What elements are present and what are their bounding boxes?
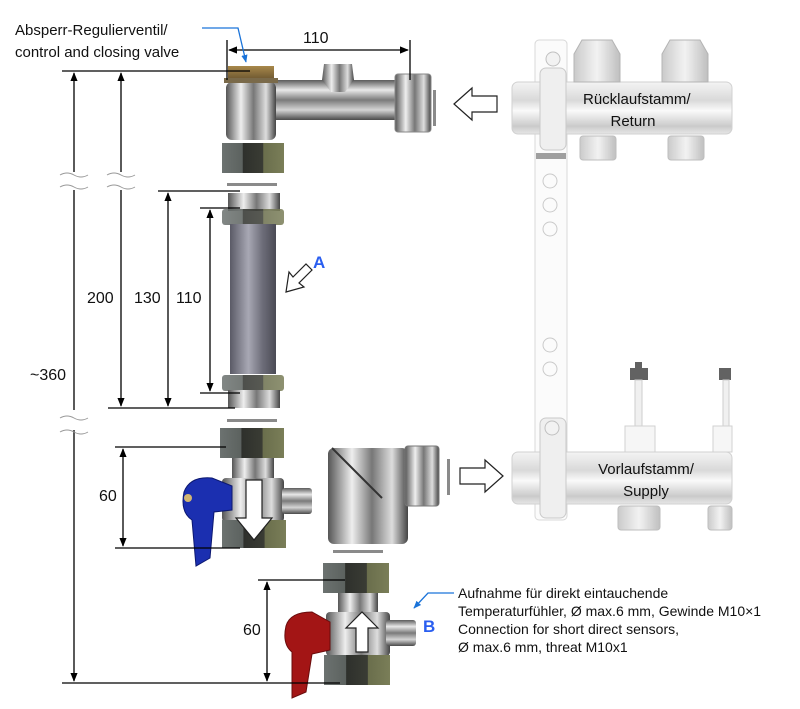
valve-bottom-nut	[222, 143, 284, 173]
marker-a: A	[313, 253, 326, 272]
valve-union-nut	[394, 73, 432, 133]
break-marks	[59, 172, 136, 435]
ball-valve-upper	[182, 428, 312, 567]
sensor-leader-line	[413, 592, 454, 609]
return-outlet-2	[667, 135, 705, 161]
tube-nut-bottom	[222, 375, 284, 391]
dim-label-60-lower: 60	[243, 622, 261, 639]
tube-body	[230, 224, 276, 374]
dim-label-130: 130	[134, 290, 161, 307]
sensor-note-line3: Connection for short direct sensors,	[458, 621, 679, 637]
dim-label-110-vertical: 110	[176, 290, 202, 307]
dim-label-110-width: 110	[303, 30, 329, 47]
gasket	[447, 459, 450, 495]
return-pipe	[511, 81, 733, 135]
return-label-line1: Rücklaufstamm/	[583, 91, 691, 108]
return-cap-2	[661, 39, 709, 83]
manifold-bracket	[534, 39, 568, 521]
flowmeter-stem-1	[634, 379, 643, 427]
tee-body	[328, 448, 408, 544]
supply-outlet-2	[707, 505, 733, 531]
clamp-eye	[544, 420, 560, 436]
tee-union-nut	[404, 445, 440, 507]
marker-b: B	[423, 617, 436, 636]
supply-outlet-1	[617, 505, 661, 531]
valve-brass-top	[228, 66, 274, 80]
supply-label-line2: Supply	[623, 483, 669, 500]
supply-label-line1: Vorlaufstamm/	[598, 461, 694, 478]
supply-flow-arrow-icon	[459, 458, 504, 494]
down-flow-arrow-icon	[234, 479, 274, 541]
return-flow-arrow-icon	[453, 86, 498, 122]
lower-valve-sensor-port	[386, 620, 416, 646]
gasket	[333, 550, 383, 553]
tee-edge	[331, 447, 383, 499]
upper-valve-sensor-port	[282, 488, 312, 514]
control-valve	[222, 64, 432, 173]
ball-valve-lower	[284, 563, 416, 699]
flowmeter-stem-2	[722, 379, 730, 427]
marker-a-arrow-icon	[285, 263, 313, 293]
valve-brass-ring	[224, 78, 278, 83]
lower-valve-top-nut	[323, 563, 389, 593]
return-clamp	[539, 67, 567, 151]
supply-pipe	[511, 451, 733, 505]
flowmeter-body-2	[712, 425, 733, 453]
bracket-band	[536, 153, 566, 159]
valve-label-line2: control and closing valve	[15, 44, 180, 61]
extension-tube	[222, 193, 284, 408]
upper-valve-top-nut	[220, 428, 284, 458]
bracket-hole	[542, 173, 558, 189]
dim-label-360: ~360	[30, 367, 67, 384]
sensor-note-line1: Aufnahme für direkt eintauchende	[458, 585, 669, 601]
manifold	[511, 39, 733, 531]
return-outlet-1	[579, 135, 617, 161]
handle-screw	[184, 494, 192, 502]
upper-valve-neck	[232, 458, 274, 478]
flowmeter-knob-2	[719, 368, 731, 380]
tube-thread-top	[228, 193, 280, 211]
red-handle	[284, 611, 331, 699]
blue-handle	[182, 477, 233, 567]
gasket	[227, 183, 277, 186]
gasket	[227, 419, 277, 422]
tube-nut-top	[222, 209, 284, 225]
up-flow-arrow-icon	[344, 611, 380, 653]
lower-valve-neck	[338, 593, 378, 613]
clamp-eye	[545, 51, 561, 67]
flowmeter-knob-1-top	[635, 362, 642, 370]
valve-leader-line	[202, 27, 248, 63]
flowmeter-body-1	[624, 425, 656, 453]
supply-clamp	[539, 417, 567, 519]
return-cap-1	[573, 39, 621, 83]
sensor-note-line4: Ø max.6 mm, threat M10x1	[458, 639, 628, 655]
valve-spindle-cap	[322, 64, 354, 92]
bracket-hole	[542, 361, 558, 377]
dim-label-200: 200	[87, 290, 114, 307]
bracket-hole	[542, 197, 558, 213]
bracket-hole	[542, 221, 558, 237]
valve-label-line1: Absperr-Regulierventil/	[15, 22, 168, 39]
tube-thread-bottom	[228, 390, 280, 408]
return-label-line2: Return	[610, 113, 656, 130]
dim-label-60-upper: 60	[99, 488, 117, 505]
flowmeter-knob-1	[630, 368, 648, 380]
valve-angle-body	[226, 82, 276, 140]
dimension-lines	[62, 40, 411, 684]
gasket	[433, 90, 436, 126]
sensor-note-line2: Temperaturfühler, Ø max.6 mm, Gewinde M1…	[458, 603, 762, 619]
tee-piece	[328, 445, 440, 544]
bracket-hole	[542, 337, 558, 353]
lower-valve-bottom-nut	[324, 655, 390, 685]
